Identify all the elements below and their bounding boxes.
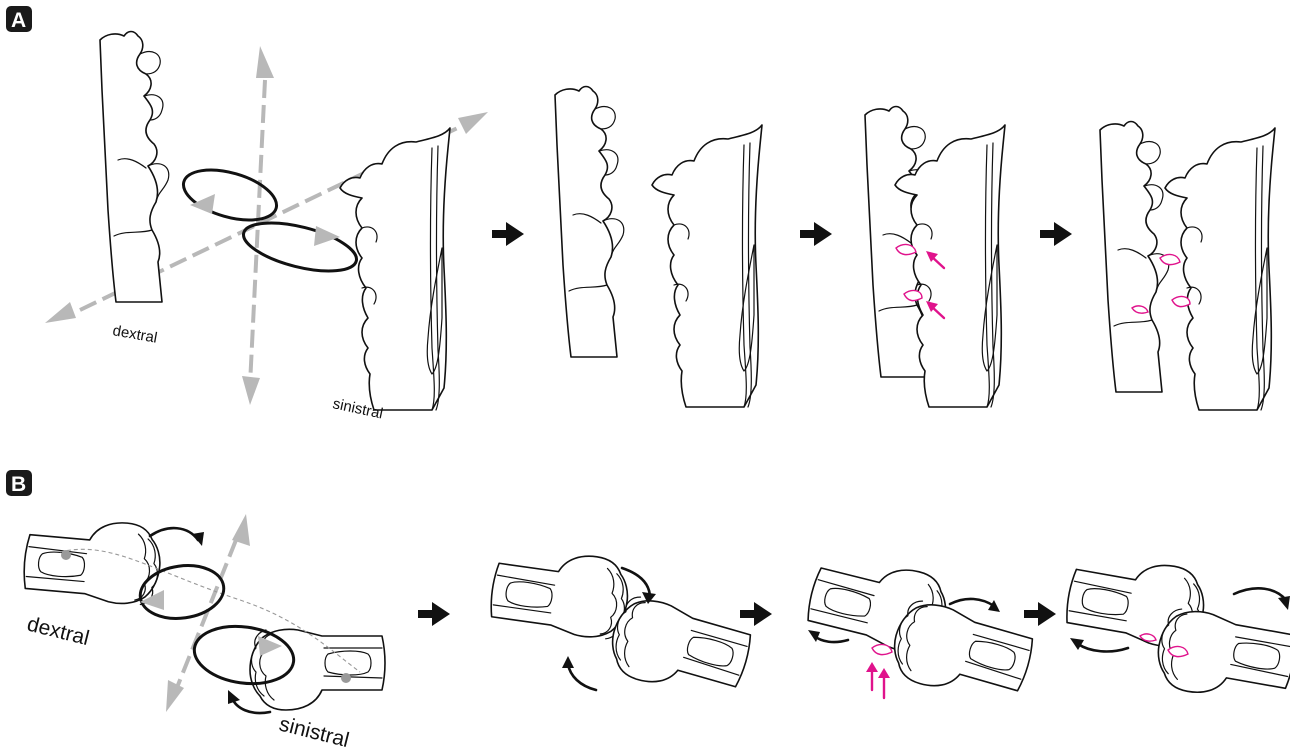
panel-a-label: A — [11, 9, 26, 32]
panel-b-step1: dextral sinistral — [22, 514, 385, 752]
panel-b-step4 — [1063, 549, 1290, 708]
panel-a-step3 — [865, 107, 1005, 408]
panel-a-step1: dextral sinistral — [45, 32, 488, 423]
panel-b-label-left: dextral — [25, 613, 92, 651]
panel-b-step3 — [804, 548, 1038, 711]
panel-a-label-left: dextral — [111, 322, 158, 347]
panel-b-label: B — [11, 473, 26, 496]
panel-a-step4 — [1100, 122, 1275, 411]
panel-a: A dextral sinistral — [6, 6, 1275, 422]
panel-b-label-right: sinistral — [277, 713, 352, 753]
panel-b: B dextral sinistral — [6, 470, 1290, 752]
panel-b-step2 — [488, 543, 755, 707]
panel-a-step2 — [555, 87, 762, 408]
